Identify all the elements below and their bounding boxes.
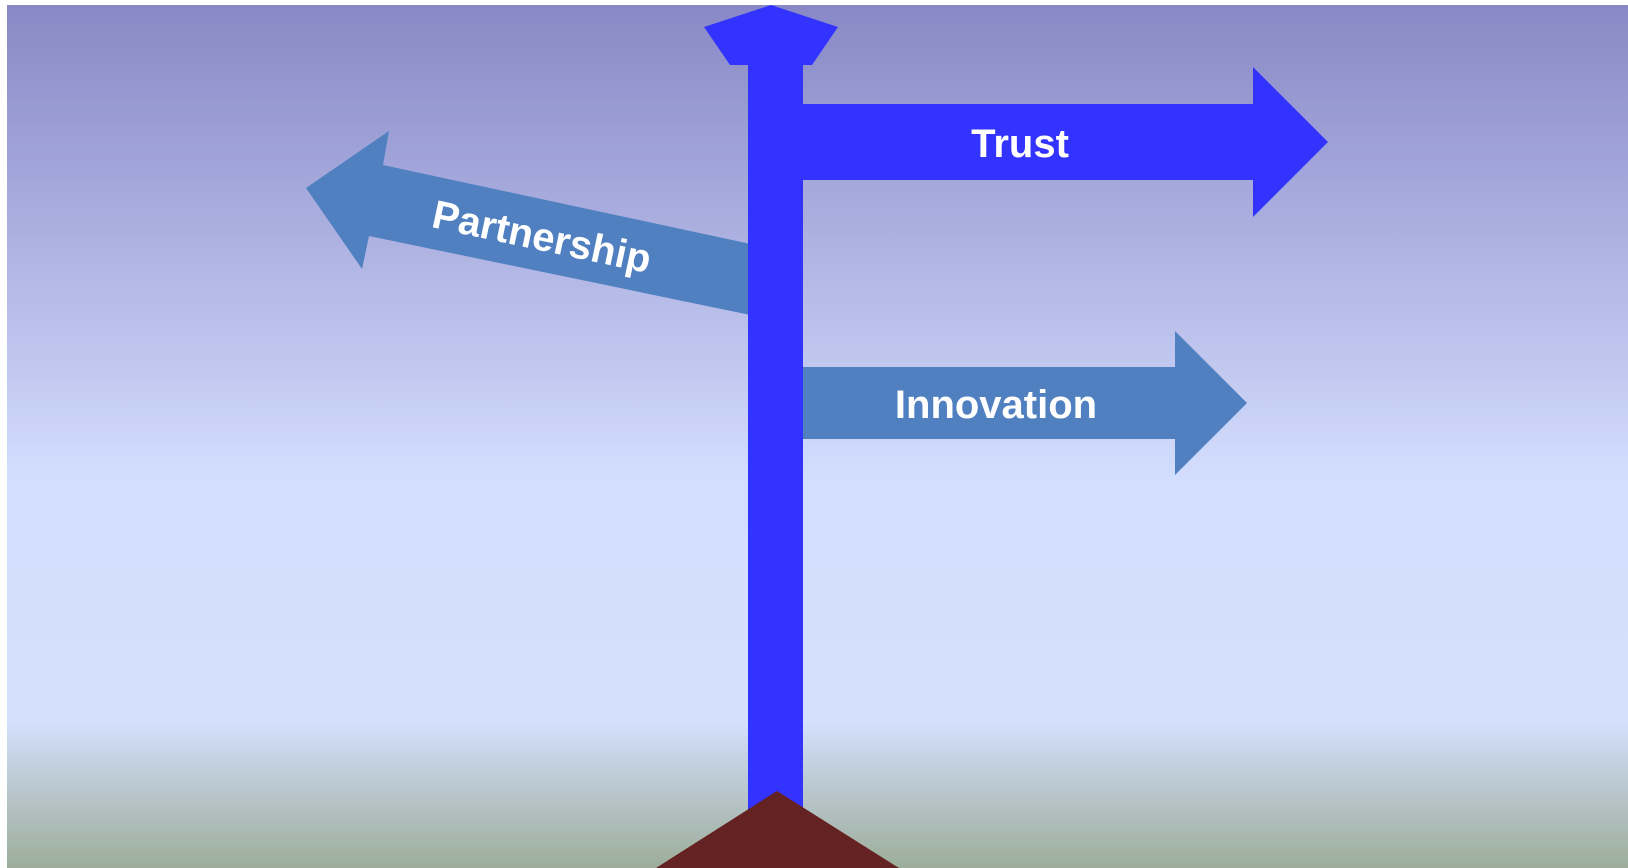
innovation-arrow: Innovation <box>790 331 1247 475</box>
innovation-label: Innovation <box>895 383 1097 427</box>
partnership-arrow-shape <box>306 131 760 317</box>
signpost-cap <box>704 5 838 65</box>
trust-arrow-shape <box>790 67 1328 217</box>
signpost <box>704 5 838 868</box>
ground-mound <box>656 791 899 868</box>
innovation-arrow-shape <box>790 331 1247 475</box>
trust-arrow: Trust <box>790 67 1328 217</box>
signpost-pole <box>748 62 803 868</box>
trust-label: Trust <box>971 122 1069 166</box>
